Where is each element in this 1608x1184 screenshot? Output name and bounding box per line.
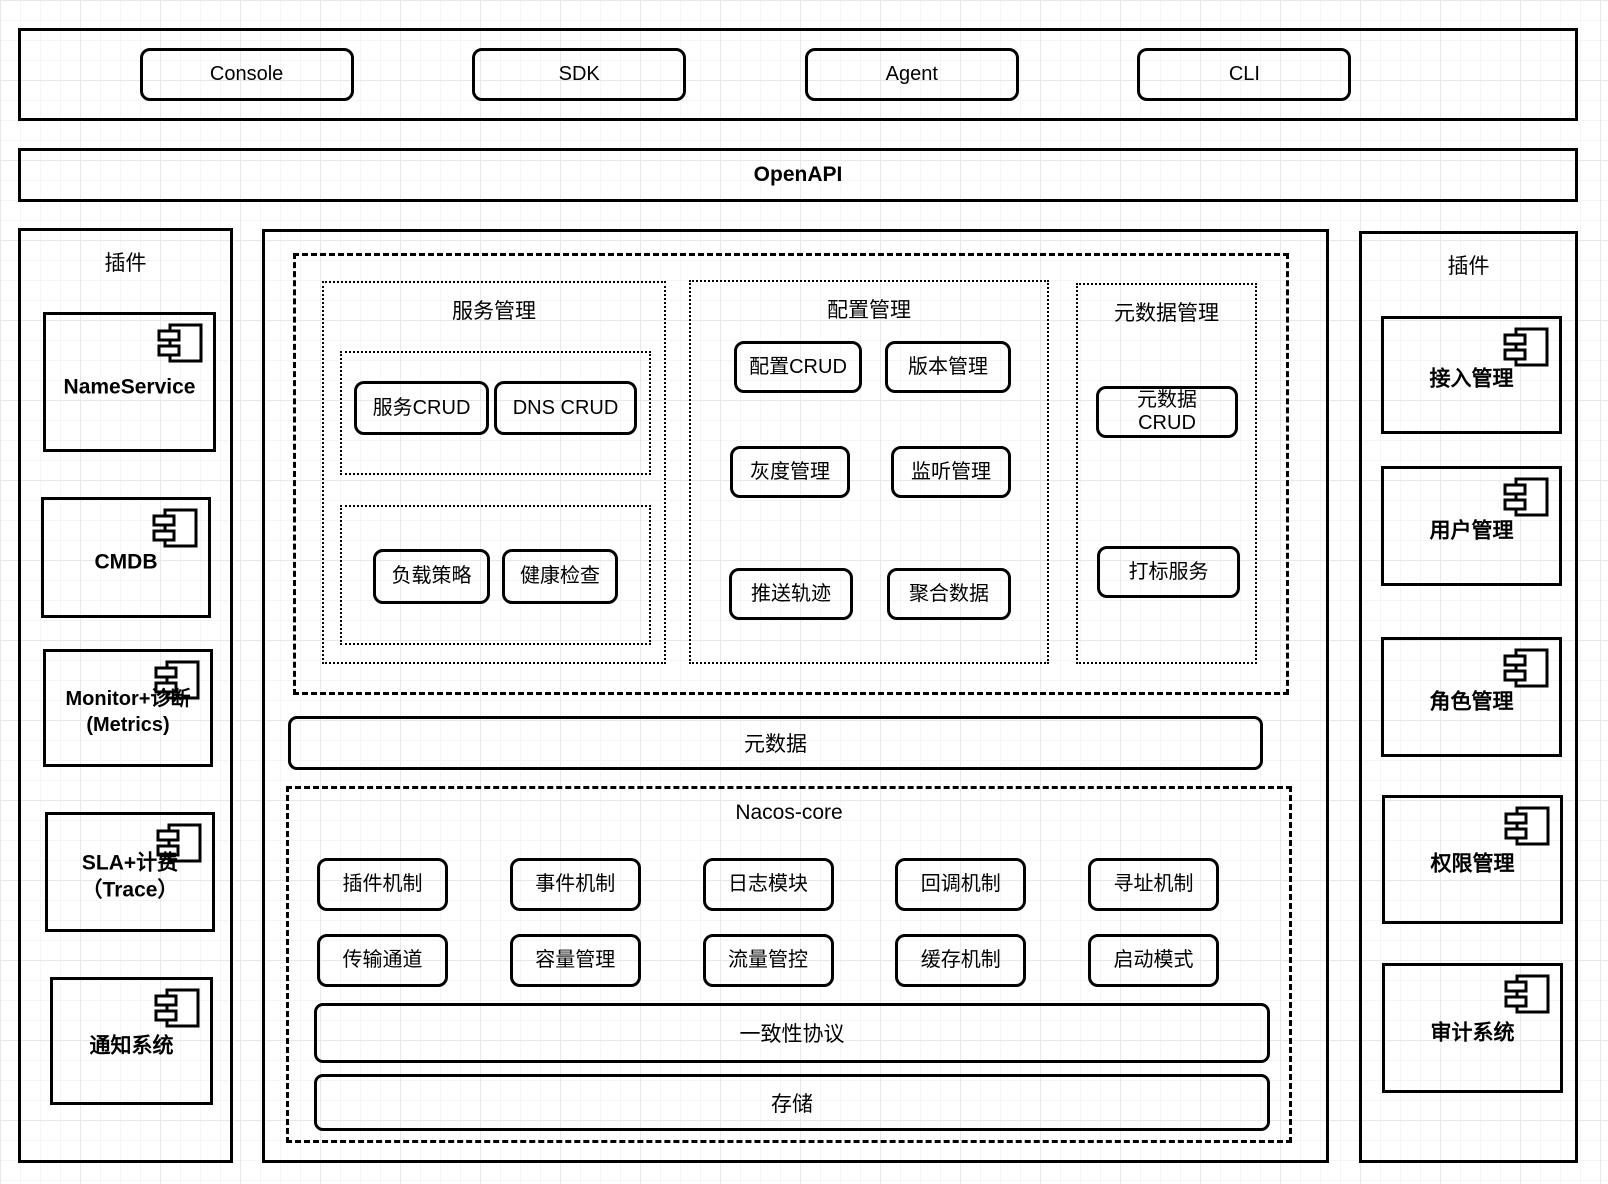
client-sdk-box: SDK <box>472 48 687 101</box>
service-mgmt-title: 服务管理 <box>452 300 536 323</box>
plugin-label: 接入管理 <box>1429 367 1514 391</box>
capacity-mgmt-box: 容量管理 <box>509 934 641 987</box>
plugin-label: 通知系统 <box>89 1034 174 1058</box>
plugin-label: SLA+计费 （Trace） <box>81 851 179 902</box>
plugin-label: NameService <box>63 375 196 399</box>
plugin-monitor-metrics-box: Monitor+诊断 (Metrics) <box>43 649 213 767</box>
tagging-service-box: 打标服务 <box>1097 546 1240 598</box>
metadata-bar: 元数据 <box>288 716 1263 770</box>
metadata-mgmt-title: 元数据管理 <box>1114 302 1219 325</box>
component-icon <box>157 323 203 363</box>
plugin-label: 角色管理 <box>1429 689 1514 713</box>
plugin-sla-trace-box: SLA+计费 （Trace） <box>45 812 215 932</box>
metadata-crud-box: 元数据 CRUD <box>1096 386 1238 438</box>
aggregate-data-box: 聚合数据 <box>887 568 1011 620</box>
metadata-mgmt-section: 元数据管理 元数据 CRUD 打标服务 <box>1076 283 1257 664</box>
nacos-core-box: Nacos-core 插件机制 事件机制 日志模块 回调机制 寻址机制 传输通道… <box>286 786 1292 1143</box>
nacos-core-row-2: 传输通道 容量管理 流量管控 缓存机制 启动模式 <box>289 934 1289 987</box>
client-console-box: Console <box>139 48 354 101</box>
plugin-permission-mgmt-box: 权限管理 <box>1382 795 1563 924</box>
component-icon <box>1504 806 1550 846</box>
component-icon <box>1503 477 1549 517</box>
component-icon <box>1503 648 1549 688</box>
client-agent-box: Agent <box>804 48 1019 101</box>
callback-mechanism-box: 回调机制 <box>895 858 1027 911</box>
plugin-audit-system-box: 审计系统 <box>1382 963 1563 1093</box>
component-icon <box>152 508 198 548</box>
component-icon <box>154 660 200 700</box>
service-crud-group: 服务CRUD DNS CRUD <box>340 351 651 475</box>
log-module-box: 日志模块 <box>702 858 834 911</box>
plugin-label: CMDB <box>94 550 158 574</box>
config-crud-box: 配置CRUD <box>734 341 862 393</box>
plugin-label: 用户管理 <box>1429 518 1514 542</box>
plugin-role-mgmt-box: 角色管理 <box>1381 637 1562 757</box>
component-icon <box>1503 327 1549 367</box>
lb-health-group: 负载策略 健康检查 <box>340 505 651 645</box>
dns-crud-box: DNS CRUD <box>494 381 637 435</box>
config-mgmt-title: 配置管理 <box>827 299 911 322</box>
openapi-bar: OpenAPI <box>18 148 1578 202</box>
plugin-notification-box: 通知系统 <box>50 977 213 1105</box>
plugin-cmdb-box: CMDB <box>41 497 211 618</box>
transport-channel-box: 传输通道 <box>317 934 448 987</box>
health-check-box: 健康检查 <box>502 549 618 604</box>
startup-mode-box: 启动模式 <box>1088 934 1219 987</box>
flow-control-box: 流量管控 <box>702 934 834 987</box>
listen-mgmt-box: 监听管理 <box>891 446 1011 498</box>
service-mgmt-section: 服务管理 服务CRUD DNS CRUD 负载策略 健康检查 <box>322 281 666 664</box>
nacos-server-container: 服务管理 服务CRUD DNS CRUD 负载策略 健康检查 配置管理 配置CR… <box>262 229 1329 1163</box>
right-plugins-title: 插件 <box>1447 255 1490 278</box>
plugin-label: 权限管理 <box>1430 852 1515 876</box>
right-plugins-panel: 插件 接入管理 用户管理 <box>1359 231 1578 1163</box>
version-mgmt-box: 版本管理 <box>885 341 1011 393</box>
nacos-core-row-1: 插件机制 事件机制 日志模块 回调机制 寻址机制 <box>289 858 1289 911</box>
plugin-label: 审计系统 <box>1430 1021 1515 1045</box>
event-mechanism-box: 事件机制 <box>509 858 641 911</box>
plugin-user-mgmt-box: 用户管理 <box>1381 466 1562 586</box>
load-strategy-box: 负载策略 <box>373 549 490 604</box>
metadata-crud-line2: CRUD <box>1138 412 1196 434</box>
left-plugins-title: 插件 <box>104 252 147 275</box>
metadata-crud-line1: 元数据 <box>1137 389 1197 411</box>
client-layer-box: Console SDK Agent CLI <box>18 28 1578 121</box>
gray-mgmt-box: 灰度管理 <box>730 446 850 498</box>
plugin-access-mgmt-box: 接入管理 <box>1381 316 1562 434</box>
config-mgmt-section: 配置管理 配置CRUD 版本管理 灰度管理 监听管理 推送轨迹 聚合数据 <box>689 280 1049 664</box>
consistency-protocol-bar: 一致性协议 <box>314 1003 1270 1063</box>
component-icon <box>154 988 200 1028</box>
addressing-mechanism-box: 寻址机制 <box>1088 858 1219 911</box>
service-crud-box: 服务CRUD <box>354 381 489 435</box>
plugin-label: Monitor+诊断 (Metrics) <box>65 688 191 737</box>
plugin-mechanism-box: 插件机制 <box>317 858 448 911</box>
left-plugins-panel: 插件 NameService C <box>18 228 233 1163</box>
client-cli-box: CLI <box>1137 48 1352 101</box>
storage-bar: 存储 <box>314 1074 1270 1131</box>
functional-layer-box: 服务管理 服务CRUD DNS CRUD 负载策略 健康检查 配置管理 配置CR… <box>293 253 1289 695</box>
component-icon <box>1504 974 1550 1014</box>
plugin-nameservice-box: NameService <box>43 312 216 452</box>
component-icon <box>156 823 202 863</box>
push-track-box: 推送轨迹 <box>729 568 853 620</box>
nacos-core-title: Nacos-core <box>735 801 843 824</box>
cache-mechanism-box: 缓存机制 <box>895 934 1027 987</box>
